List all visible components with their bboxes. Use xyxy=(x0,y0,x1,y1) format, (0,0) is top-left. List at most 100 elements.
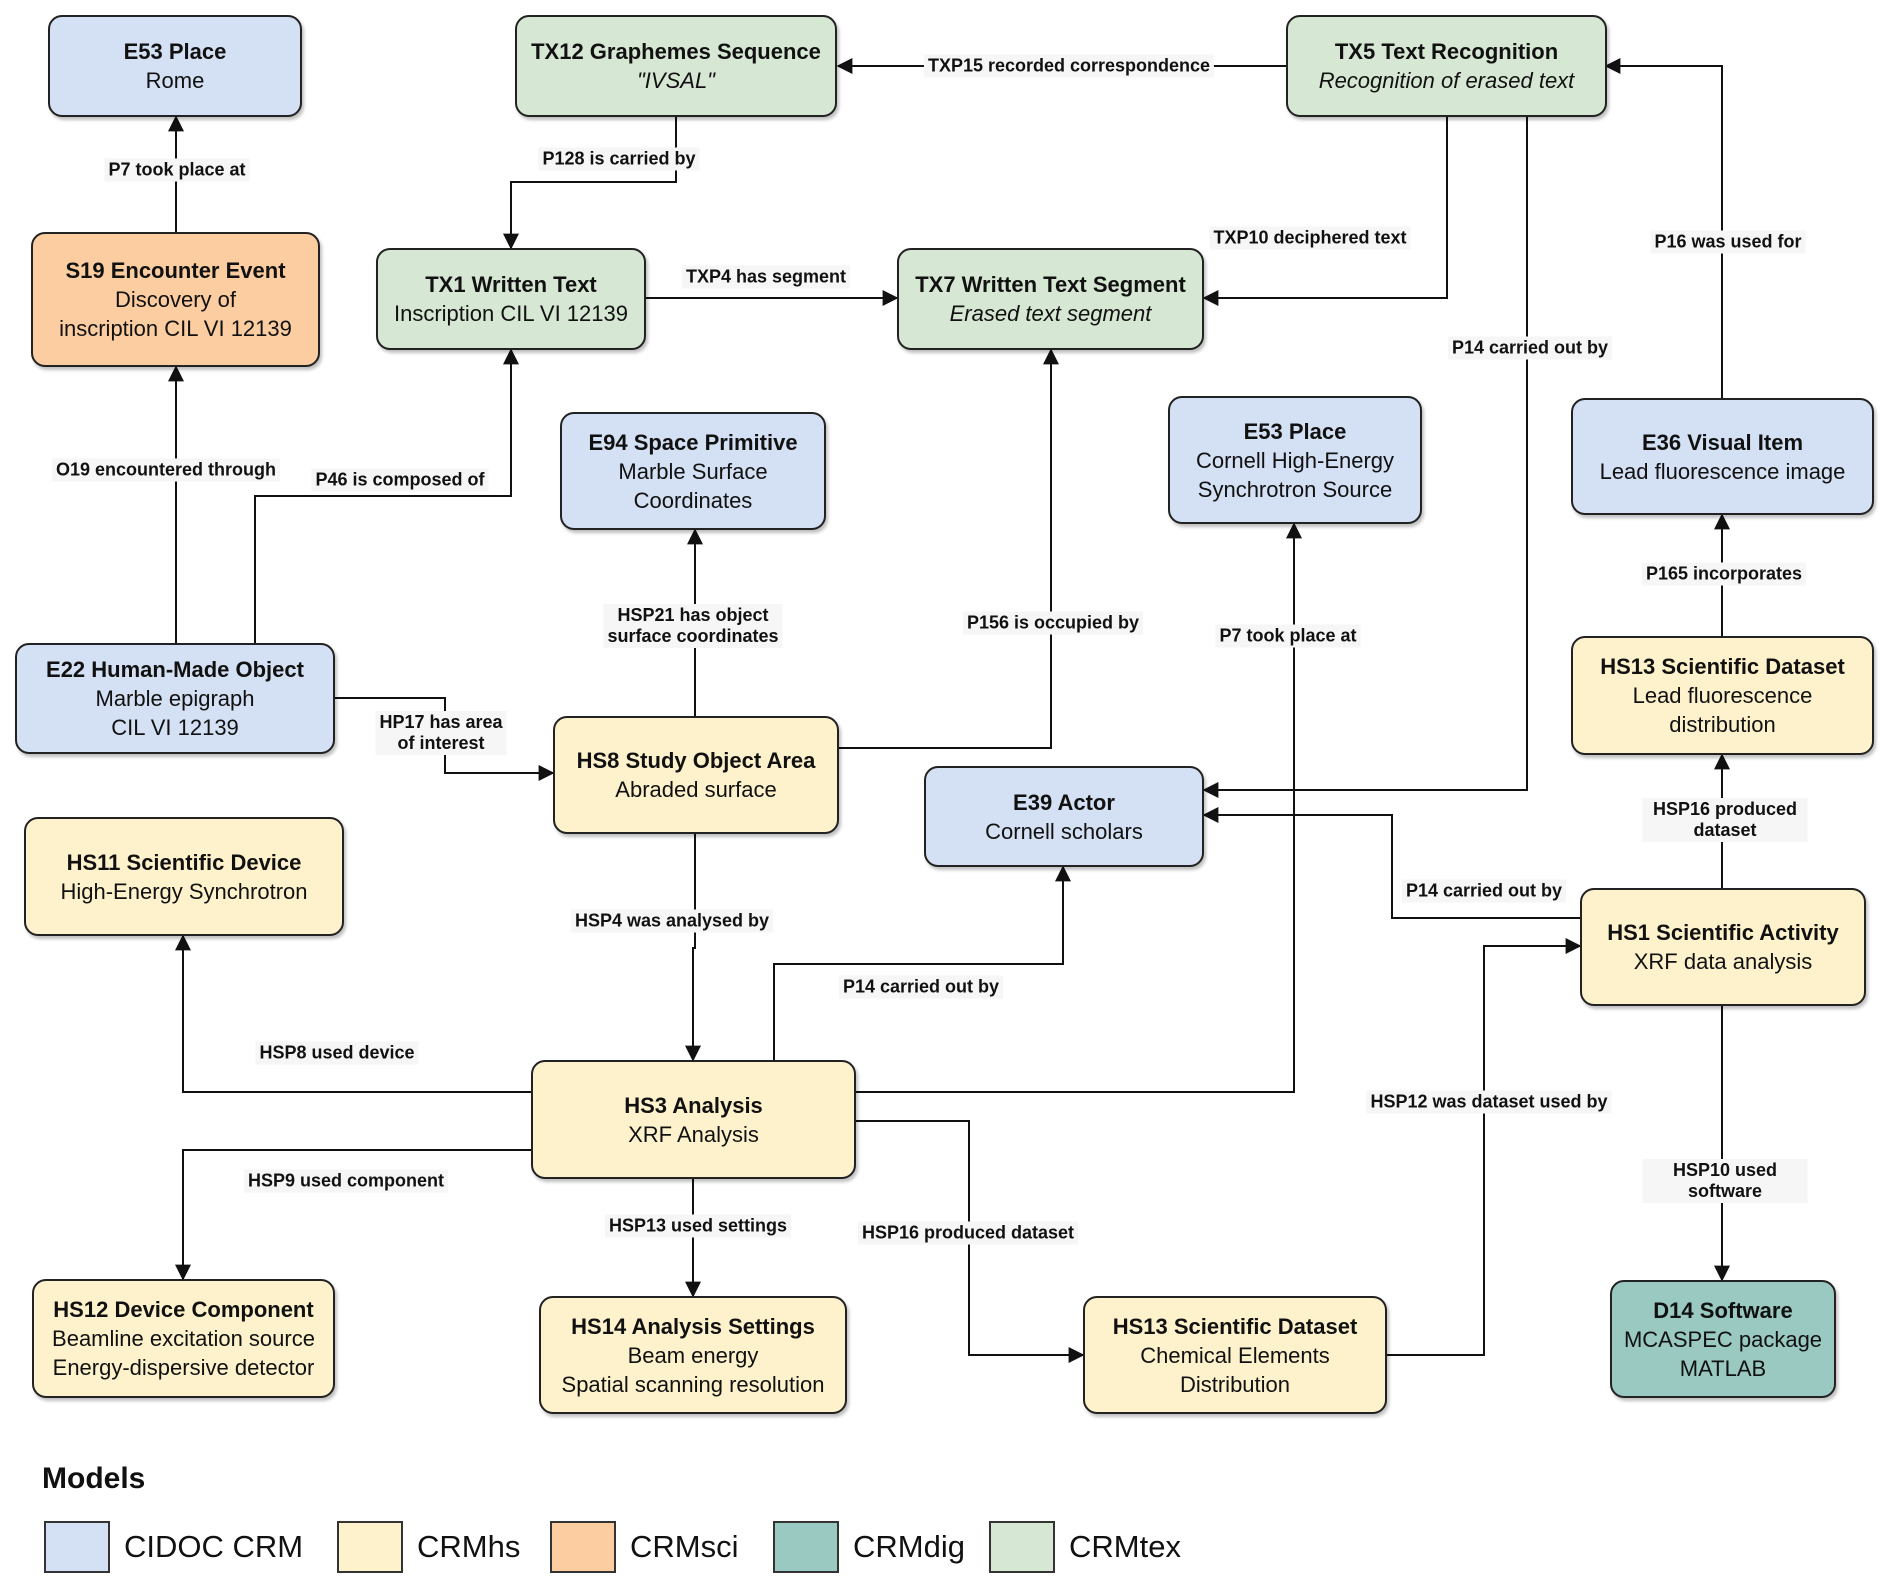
edge-label-p7-cornell: P7 took place at xyxy=(1215,624,1361,648)
node-subtitle: Inscription CIL VI 12139 xyxy=(394,301,628,326)
edge-label-hsp4: HSP4 was analysed by xyxy=(570,909,774,933)
edge-label-p128: P128 is carried by xyxy=(538,147,700,171)
node-e94-space-primitive: E94 Space Primitive Marble Surface Coord… xyxy=(560,412,826,530)
legend-label: CRMsci xyxy=(630,1529,739,1564)
node-hs1-scientific-activity: HS1 Scientific Activity XRF data analysi… xyxy=(1580,888,1866,1006)
node-title: S19 Encounter Event xyxy=(65,258,286,283)
node-e39-actor: E39 Actor Cornell scholars xyxy=(924,766,1204,867)
edge-label-o19: O19 encountered through xyxy=(51,458,281,482)
node-e22-human-made-object: E22 Human-Made Object Marble epigraph CI… xyxy=(15,643,335,754)
legend-swatch xyxy=(989,1521,1055,1573)
legend-item-crmhs: CRMhs xyxy=(337,1520,520,1574)
edge-label-hp17: HP17 has area of interest xyxy=(375,711,507,755)
node-tx7-written-text-segment: TX7 Written Text Segment Erased text seg… xyxy=(897,248,1204,350)
node-title: E53 Place xyxy=(1243,418,1347,444)
node-hs13-lead-dataset: HS13 Scientific Dataset Lead fluorescenc… xyxy=(1571,636,1874,755)
edge-hs8-tx7 xyxy=(838,348,1059,749)
edge-label-p16: P16 was used for xyxy=(1650,230,1806,254)
edge-e22-tx1 xyxy=(254,348,519,643)
edge-tx5-tx7 xyxy=(1202,116,1448,306)
node-subtitle: Lead fluorescence distribution xyxy=(1632,683,1813,737)
edge-label-p7-took-place-at: P7 took place at xyxy=(104,158,250,182)
node-d14-software: D14 Software MCASPEC package MATLAB xyxy=(1610,1280,1836,1398)
node-title: HS13 Scientific Dataset xyxy=(1600,654,1845,679)
node-title: E39 Actor xyxy=(1013,789,1115,815)
node-subtitle: XRF data analysis xyxy=(1633,949,1813,974)
node-title: D14 Software xyxy=(1653,1297,1793,1323)
node-title: HS8 Study Object Area xyxy=(576,748,816,773)
edge-hs13-chem-hs1 xyxy=(1387,938,1582,1356)
legend-label: CRMhs xyxy=(417,1529,521,1564)
edge-label-hsp13: HSP13 used settings xyxy=(604,1214,792,1238)
legend-label: CRMdig xyxy=(853,1529,965,1564)
edge-hs3-e53-cornell xyxy=(856,522,1302,1093)
node-title: TX5 Text Recognition xyxy=(1334,39,1559,64)
node-subtitle: Abraded surface xyxy=(615,777,777,802)
edge-label-hsp21: HSP21 has object surface coordinates xyxy=(603,604,783,648)
legend-item-crmdig: CRMdig xyxy=(773,1520,965,1574)
edge-hs3-hs11 xyxy=(175,934,531,1093)
node-title: HS1 Scientific Activity xyxy=(1607,920,1839,945)
edge-label-p14-hs1: P14 carried out by xyxy=(1401,879,1567,903)
edge-label-p46: P46 is composed of xyxy=(311,468,489,492)
node-subtitle: Cornell scholars xyxy=(985,818,1143,844)
edge-tx12-tx1 xyxy=(503,116,677,250)
node-subtitle: Cornell High-Energy Synchrotron Source xyxy=(1195,447,1395,502)
node-title: TX1 Written Text xyxy=(425,272,597,297)
edge-hs3-hs12 xyxy=(175,1149,531,1281)
node-subtitle: Recognition of erased text xyxy=(1318,68,1575,93)
edge-label-hsp8: HSP8 used device xyxy=(255,1041,419,1065)
node-hs14-analysis-settings: HS14 Analysis Settings Beam energy Spati… xyxy=(539,1296,847,1414)
node-title: E36 Visual Item xyxy=(1641,429,1803,455)
edge-label-p14-hs3: P14 carried out by xyxy=(838,975,1004,999)
node-tx1-written-text: TX1 Written Text Inscription CIL VI 1213… xyxy=(376,248,646,350)
node-s19-encounter-event: S19 Encounter Event Discovery of inscrip… xyxy=(31,232,320,367)
legend-swatch xyxy=(337,1521,403,1573)
node-title: E53 Place xyxy=(123,39,227,64)
node-subtitle: Erased text segment xyxy=(949,301,1152,326)
node-subtitle: Beam energy Spatial scanning resolution xyxy=(561,1342,825,1397)
edge-label-txp15: TXP15 recorded correspondence xyxy=(923,54,1215,78)
legend-label: CIDOC CRM xyxy=(124,1529,304,1564)
node-subtitle: Lead fluorescence image xyxy=(1599,458,1846,484)
node-title: HS14 Analysis Settings xyxy=(571,1313,815,1339)
edge-label-hsp16-chem: HSP16 produced dataset xyxy=(857,1221,1079,1245)
legend-label: CRMtex xyxy=(1069,1529,1181,1564)
edge-label-txp4: TXP4 has segment xyxy=(681,265,851,289)
edge-label-p14-tx5: P14 carried out by xyxy=(1447,336,1613,360)
edge-hs8-hs3 xyxy=(685,834,701,1062)
node-hs12-device-component: HS12 Device Component Beamline excitatio… xyxy=(32,1279,335,1398)
node-subtitle: Chemical Elements Distribution xyxy=(1140,1342,1330,1397)
node-title: TX7 Written Text Segment xyxy=(915,272,1186,297)
node-title: TX12 Graphemes Sequence xyxy=(531,39,821,64)
legend-item-crmtex: CRMtex xyxy=(989,1520,1181,1574)
node-e53-cornell-place: E53 Place Cornell High-Energy Synchrotro… xyxy=(1168,396,1422,524)
node-e53-rome: E53 Place Rome xyxy=(48,15,302,117)
node-e36-visual-item: E36 Visual Item Lead fluorescence image xyxy=(1571,398,1874,515)
edge-hs3-e39 xyxy=(773,865,1071,1060)
node-title: HS11 Scientific Device xyxy=(66,849,302,875)
node-title: E94 Space Primitive xyxy=(588,429,798,455)
node-tx5-text-recognition: TX5 Text Recognition Recognition of eras… xyxy=(1286,15,1607,117)
legend-swatch xyxy=(773,1521,839,1573)
node-title: HS12 Device Component xyxy=(53,1297,314,1322)
node-tx12-graphemes-sequence: TX12 Graphemes Sequence "IVSAL" xyxy=(515,15,837,117)
node-hs3-analysis: HS3 Analysis XRF Analysis xyxy=(531,1060,856,1179)
node-subtitle: MCASPEC package MATLAB xyxy=(1623,1326,1823,1381)
node-subtitle: Marble Surface Coordinates xyxy=(618,458,768,513)
node-subtitle: "IVSAL" xyxy=(637,68,715,93)
legend-item-crmsci: CRMsci xyxy=(550,1520,739,1574)
node-subtitle: Discovery of inscription CIL VI 12139 xyxy=(59,287,292,341)
edge-hs1-e39 xyxy=(1202,807,1580,919)
legend-title: Models xyxy=(42,1462,146,1495)
node-subtitle: High-Energy Synchrotron xyxy=(60,878,308,904)
node-subtitle: Beamline excitation source Energy-disper… xyxy=(52,1326,315,1380)
node-hs13-chemical-dataset: HS13 Scientific Dataset Chemical Element… xyxy=(1083,1296,1387,1414)
edge-label-txp10: TXP10 deciphered text xyxy=(1209,226,1411,250)
node-subtitle: XRF Analysis xyxy=(628,1121,759,1147)
edge-e36-tx5 xyxy=(1604,58,1723,398)
edge-label-hsp16-lead: HSP16 produced dataset xyxy=(1642,798,1808,842)
node-title: HS3 Analysis xyxy=(624,1092,763,1118)
edge-label-hsp10: HSP10 used software xyxy=(1642,1159,1808,1203)
legend-swatch xyxy=(550,1521,616,1573)
